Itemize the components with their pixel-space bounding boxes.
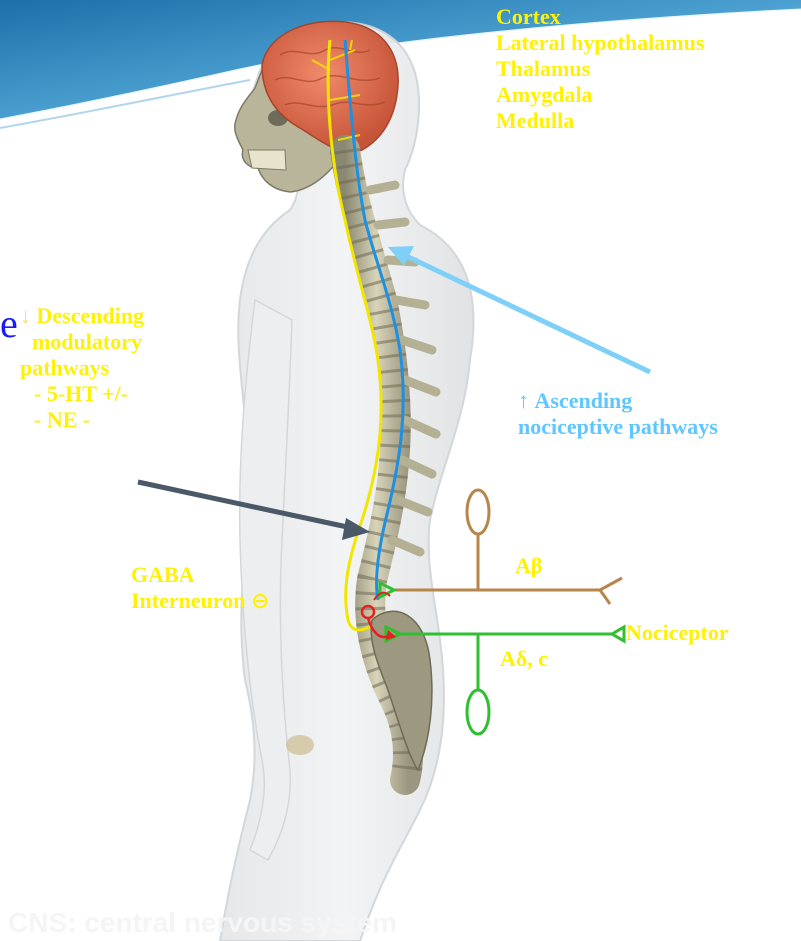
descending-line-1: Descending <box>37 303 145 328</box>
descending-pathways-label: ↓ Descending modulatory pathways - 5-HT … <box>20 303 144 433</box>
footer-caption: CNS: central nervous system <box>8 907 397 939</box>
brain-region-lateral-hypothalamus: Lateral hypothalamus <box>496 30 704 56</box>
brain-region-thalamus: Thalamus <box>496 56 704 82</box>
a-beta-label: Aβ <box>515 553 542 579</box>
gaba-line-1: GABA <box>131 562 269 588</box>
gaba-line-2: Interneuron <box>131 588 246 613</box>
descending-line-norepinephrine: - NE - <box>20 407 144 433</box>
descending-line-2: modulatory <box>20 329 144 355</box>
brain-region-medulla: Medulla <box>496 108 704 134</box>
down-arrow-icon: ↓ <box>20 303 31 328</box>
partial-title-glyph: e <box>0 300 18 347</box>
inhibitory-symbol-icon: ⊖ <box>251 589 269 614</box>
brain-region-amygdala: Amygdala <box>496 82 704 108</box>
descending-line-3: pathways <box>20 355 144 381</box>
gaba-interneuron-label: GABA Interneuron ⊖ <box>131 562 269 615</box>
a-delta-c-label: Aδ, c <box>500 646 548 672</box>
brain-regions-list: Cortex Lateral hypothalamus Thalamus Amy… <box>496 4 704 134</box>
ascending-line-1: Ascending <box>535 388 633 413</box>
brain-region-cortex: Cortex <box>496 4 704 30</box>
up-arrow-icon: ↑ <box>518 388 529 413</box>
ascending-line-2: nociceptive pathways <box>518 414 718 440</box>
ascending-pathways-label: ↑ Ascending nociceptive pathways <box>518 388 718 440</box>
descending-line-serotonin: - 5-HT +/- <box>20 381 144 407</box>
nociceptor-label: Nociceptor <box>626 620 729 646</box>
